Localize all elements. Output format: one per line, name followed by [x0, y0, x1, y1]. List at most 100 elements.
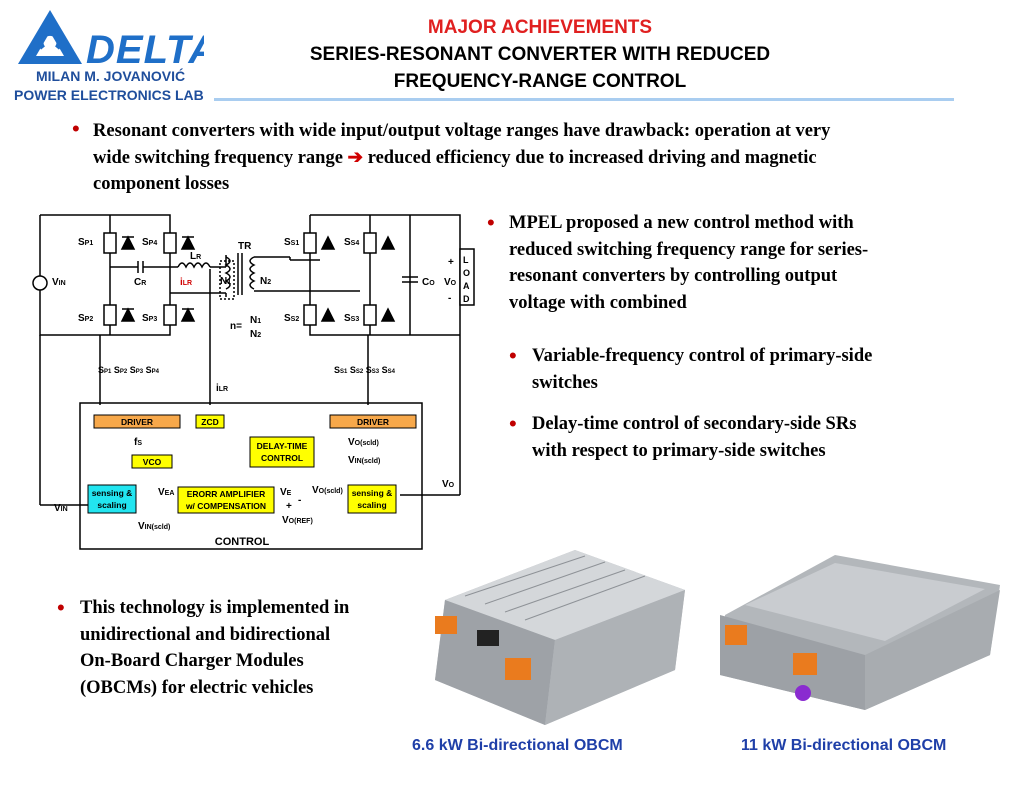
svg-text:fS: fS: [134, 437, 142, 448]
load-box: [459, 248, 475, 306]
top-line3: component losses: [93, 174, 230, 194]
svg-text:CONTROL: CONTROL: [261, 453, 303, 463]
svg-text:-: -: [298, 495, 301, 506]
svg-text:D: D: [463, 294, 470, 304]
svg-text:SS1: SS1: [284, 237, 299, 248]
svg-text:SP1: SP1: [78, 237, 93, 248]
switch-ss2: [303, 304, 336, 326]
caption-11kw: 11 kW Bi-directional OBCM: [741, 737, 947, 754]
svg-text:SS1 SS2 SS3 SS4: SS1 SS2 SS3 SS4: [334, 365, 396, 375]
svg-text:scaling: scaling: [97, 500, 126, 510]
bullet-dot: •: [72, 116, 80, 141]
svg-text:VCO: VCO: [143, 457, 162, 467]
tech-bullet: This technology is implemented in unidir…: [80, 595, 420, 701]
svg-text:SP3: SP3: [142, 313, 157, 324]
svg-text:VO: VO: [444, 277, 457, 288]
svg-text:DELAY-TIME: DELAY-TIME: [257, 441, 308, 451]
svg-text:VIN(scld): VIN(scld): [348, 455, 380, 466]
title-line2: FREQUENCY-RANGE CONTROL: [393, 71, 687, 92]
svg-text:sensing &: sensing &: [352, 488, 393, 498]
title-line1: SERIES-RESONANT CONVERTER WITH REDUCED: [309, 44, 771, 65]
switch-sp2: [103, 304, 136, 326]
circuit-diagram: SP1 SP4 SP2 SP3 SS1 SS4 SS2 SS3 VIN CR L…: [32, 214, 475, 550]
control-box: [79, 402, 423, 550]
sensing-left-block: [87, 484, 137, 514]
svg-text:ERORR AMPLIFIER: ERORR AMPLIFIER: [187, 489, 266, 499]
vco-block: [131, 454, 173, 469]
logo-author: MILAN M. JOVANOVIĆ: [36, 68, 186, 84]
svg-text:VO: VO: [442, 479, 455, 490]
sub1-line2: switches: [532, 372, 598, 393]
delta-triangle-icon: DELTA: [18, 10, 217, 72]
svg-text:SP2: SP2: [78, 313, 93, 324]
svg-text:VIN(scld): VIN(scld): [138, 521, 170, 532]
svg-text:TR: TR: [238, 241, 252, 252]
switch-sp3: [163, 304, 196, 326]
svg-text:N2: N2: [250, 329, 261, 340]
bullet-dot: •: [509, 411, 517, 436]
svg-text:-: -: [448, 293, 451, 304]
mpel-line2: reduced switching frequency range for se…: [509, 239, 869, 260]
svg-text:n=: n=: [230, 321, 242, 332]
mpel-line3: resonant converters by controlling outpu…: [509, 266, 838, 286]
svg-text:VEA: VEA: [158, 487, 174, 498]
switch-ss3: [363, 304, 396, 326]
sub2-line2: with respect to primary-side switches: [532, 440, 826, 461]
svg-text:DRIVER: DRIVER: [121, 417, 153, 427]
mpel-line4: voltage with combined: [509, 292, 687, 313]
switch-sp4: [163, 232, 196, 254]
svg-text:SP4: SP4: [142, 237, 157, 248]
svg-text:scaling: scaling: [357, 500, 386, 510]
mpel-bullet: MPEL proposed a new control method with …: [509, 210, 989, 316]
svg-text:iLR: iLR: [180, 277, 192, 288]
logo-brand: DELTA: [86, 28, 204, 68]
title-red: MAJOR ACHIEVEMENTS: [427, 17, 653, 38]
bullet-dot: •: [509, 343, 517, 368]
error-amp-block: [177, 486, 275, 514]
svg-text:+: +: [286, 501, 292, 512]
bullet-dot: •: [487, 210, 495, 235]
svg-text:w/ COMPENSATION: w/ COMPENSATION: [185, 501, 266, 511]
sub1-line1: Variable-frequency control of primary-si…: [532, 346, 873, 366]
sub-bullet-2: Delay-time control of secondary-side SRs…: [532, 411, 992, 464]
svg-text:N1: N1: [220, 276, 231, 287]
switch-ss1: [303, 232, 336, 254]
top-line2a: wide switching frequency range: [93, 147, 343, 168]
svg-text:CR: CR: [134, 277, 146, 288]
top-line1: Resonant converters with wide input/outp…: [93, 121, 831, 141]
top-bullet-text: Resonant converters with wide input/outp…: [93, 118, 993, 198]
caption-6kw: 6.6 kW Bi-directional OBCM: [412, 737, 623, 754]
svg-text:LR: LR: [190, 251, 201, 262]
svg-text:+: +: [448, 257, 454, 268]
sub2-line1: Delay-time control of secondary-side SRs: [532, 414, 857, 434]
svg-text:N2: N2: [260, 276, 271, 287]
zcd-block: [195, 414, 225, 429]
svg-text:A: A: [463, 281, 470, 291]
tech-line2: unidirectional and bidirectional: [80, 624, 331, 645]
tech-line1: This technology is implemented in: [80, 598, 350, 618]
svg-text:CONTROL: CONTROL: [215, 536, 270, 548]
svg-text:SS2: SS2: [284, 313, 299, 324]
top-line2: wide switching frequency range ➔ reduced…: [93, 145, 993, 172]
switch-ss4: [363, 232, 396, 254]
driver-primary-block: [93, 414, 181, 429]
svg-text:SS4: SS4: [344, 237, 359, 248]
svg-text:VO(scld): VO(scld): [312, 485, 343, 496]
sub-bullet-1: Variable-frequency control of primary-si…: [532, 343, 992, 396]
svg-text:VO(scld): VO(scld): [348, 437, 379, 448]
vin-source-icon: [32, 275, 48, 291]
svg-text:O: O: [463, 268, 470, 278]
svg-text:ZCD: ZCD: [201, 417, 218, 427]
svg-text:VIN: VIN: [54, 503, 68, 514]
svg-text:N1: N1: [250, 315, 261, 326]
switch-sp1: [103, 232, 136, 254]
svg-text:VIN: VIN: [52, 277, 66, 288]
svg-text:SP1 SP2 SP3 SP4: SP1 SP2 SP3 SP4: [98, 365, 160, 375]
arrow-right-icon: ➔: [347, 147, 364, 168]
svg-text:iLR: iLR: [216, 383, 228, 394]
svg-text:VO(REF): VO(REF): [282, 515, 313, 526]
title-rule: [214, 98, 954, 101]
logo: DELTA MILAN M. JOVANOVIĆ POWER ELECTRONI…: [14, 8, 217, 106]
tech-line3: On-Board Charger Modules: [80, 651, 304, 671]
svg-text:SS3: SS3: [344, 313, 359, 324]
